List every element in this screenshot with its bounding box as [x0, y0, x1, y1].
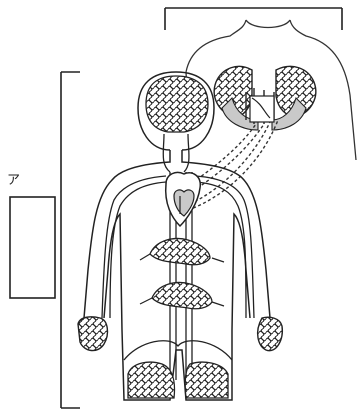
liver-capillaries: [150, 239, 210, 265]
top-bracket: [165, 8, 342, 30]
right-hand-capillaries: [258, 317, 283, 350]
left-bracket: [61, 72, 80, 408]
torso-inset: [186, 20, 356, 160]
head-capillaries: [146, 76, 208, 132]
heart-icon: [166, 172, 201, 226]
answer-box: [10, 197, 55, 298]
pulmonary-dashed-lines: [188, 120, 278, 210]
intestine-capillaries: [152, 283, 212, 309]
right-leg-capillaries: [185, 362, 228, 398]
label-a: ア: [7, 174, 20, 187]
head-inner-loop: [163, 134, 189, 172]
left-leg-capillaries: [128, 362, 175, 398]
lungs-icon: [214, 66, 316, 130]
left-hand-capillaries: [78, 317, 107, 351]
